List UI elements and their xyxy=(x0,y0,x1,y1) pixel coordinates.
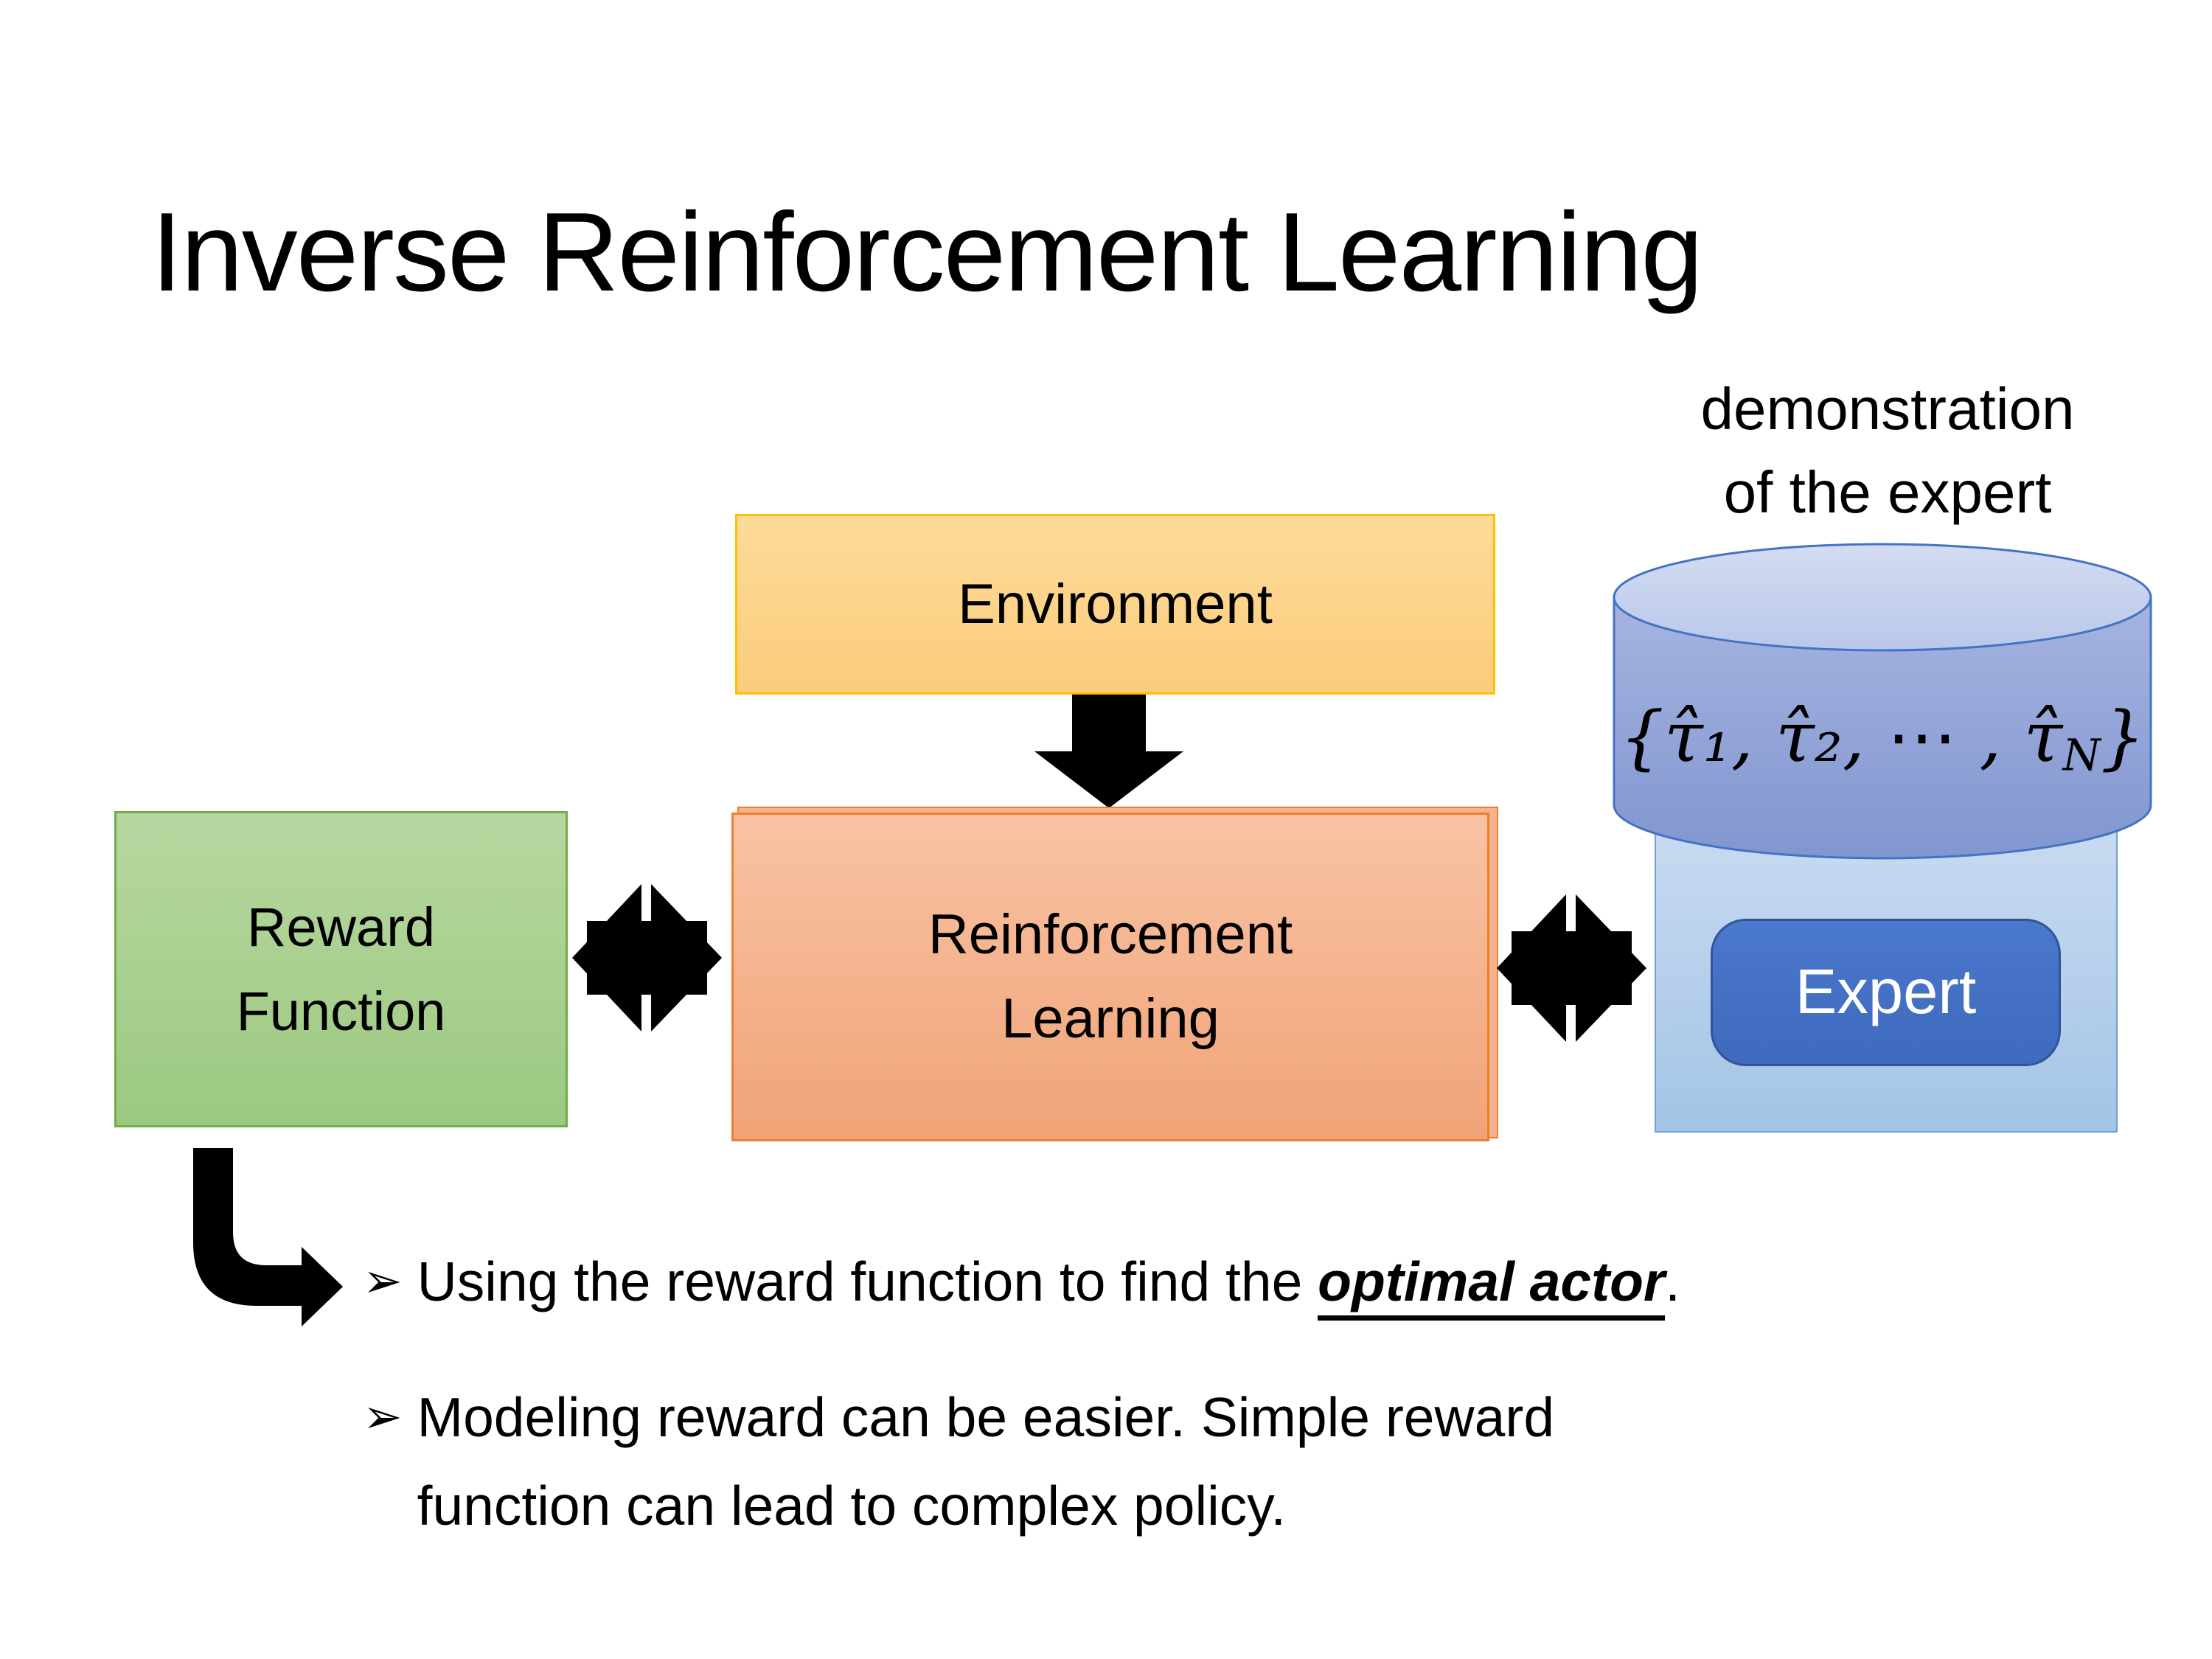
bullet-item-1: ➢ Using the reward function to find the … xyxy=(363,1237,2059,1326)
expert-label: Expert xyxy=(1795,957,1977,1027)
left-right-arrow-icon xyxy=(572,884,722,1032)
reinforcement-learning-label-line1: Reinforcement xyxy=(928,903,1293,966)
slide-title: Inverse Reinforcement Learning xyxy=(151,189,1703,315)
demonstration-label: demonstration of the expert xyxy=(1571,367,2205,534)
bullet-item-2: ➢ Modeling reward can be easier. Simple … xyxy=(363,1373,2059,1550)
formula-close: } xyxy=(2100,697,2146,778)
bullet-1-pre: Using the reward function to find the xyxy=(417,1251,1318,1312)
formula-open: {τ̂₁, τ̂₂, ⋯ , τ̂ xyxy=(1619,697,2063,778)
bullet-arrow-icon: ➢ xyxy=(363,1390,403,1444)
reinforcement-learning-label-line2: Learning xyxy=(1001,987,1220,1050)
environment-label: Environment xyxy=(958,573,1273,636)
environment-box: Environment xyxy=(735,514,1495,695)
bullet-list: ➢ Using the reward function to find the … xyxy=(363,1237,2059,1550)
elbow-arrow-icon xyxy=(193,1148,343,1326)
formula-subscript: N xyxy=(2062,729,2101,781)
expert-box: Expert xyxy=(1711,919,2061,1066)
down-arrow-icon xyxy=(1034,695,1183,808)
demonstration-label-line2: of the expert xyxy=(1723,459,2052,525)
left-right-arrow-icon xyxy=(1497,894,1646,1042)
bullet-2-line1: Modeling reward can be easier. Simple re… xyxy=(417,1386,1555,1448)
reward-function-label-line2: Function xyxy=(236,980,446,1042)
trajectory-set-formula: {τ̂₁, τ̂₂, ⋯ , τ̂N} xyxy=(1611,697,2154,780)
bullet-2-line2: function can lead to complex policy. xyxy=(417,1475,1287,1537)
bullet-arrow-icon: ➢ xyxy=(363,1254,403,1309)
demonstration-database-cylinder xyxy=(1613,543,2152,860)
reward-function-label-line1: Reward xyxy=(247,896,435,958)
demonstration-label-line1: demonstration xyxy=(1700,376,2075,442)
bullet-2-text: Modeling reward can be easier. Simple re… xyxy=(417,1373,1554,1550)
bullet-1-post: . xyxy=(1665,1251,1680,1312)
reward-function-box: Reward Function xyxy=(114,811,568,1127)
bullet-1-emphasis: optimal actor xyxy=(1318,1251,1666,1321)
reinforcement-learning-box: Reinforcement Learning xyxy=(731,813,1489,1141)
bullet-1-text: Using the reward function to find the op… xyxy=(417,1237,1680,1326)
